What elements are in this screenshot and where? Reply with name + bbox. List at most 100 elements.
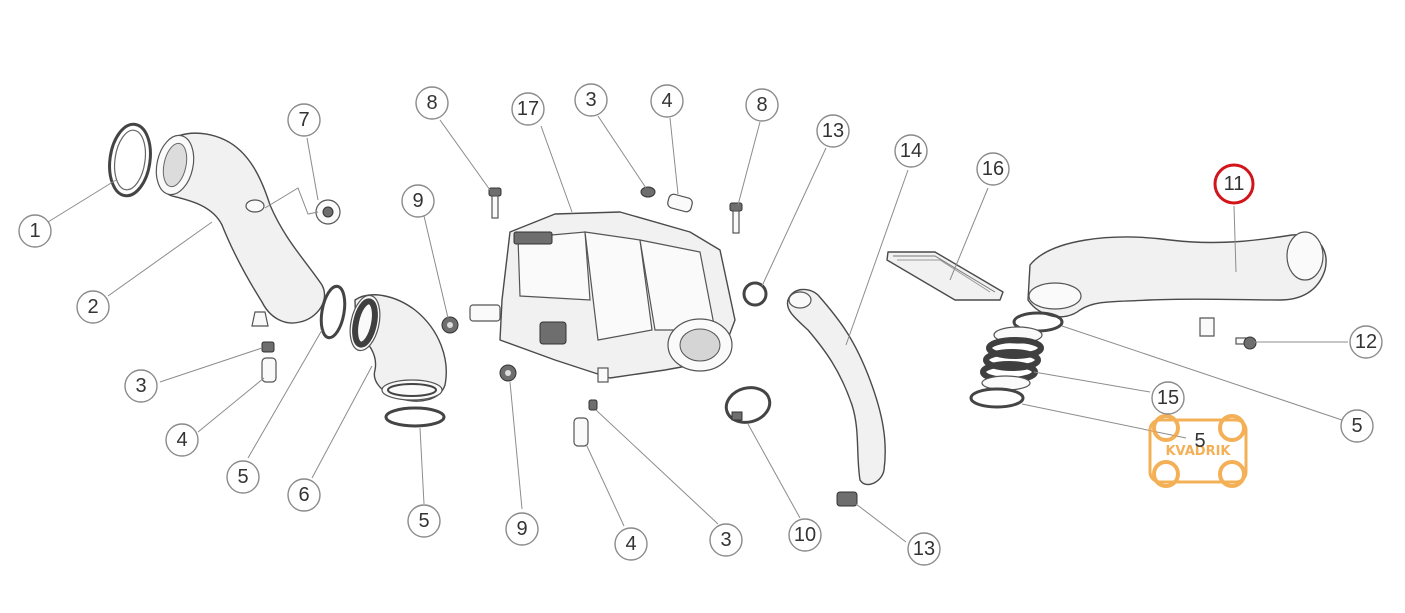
part-10-clamp bbox=[724, 386, 772, 424]
callout-4: 4 bbox=[650, 84, 684, 118]
part-17-airbox bbox=[469, 211, 736, 383]
leader-3a bbox=[159, 347, 263, 383]
callout-7: 7 bbox=[287, 103, 321, 137]
leader-3b bbox=[597, 115, 647, 189]
watermark-text: KVADRIK bbox=[1165, 444, 1231, 459]
svg-text:4: 4 bbox=[176, 429, 187, 451]
callout-10: 10 bbox=[788, 518, 822, 552]
svg-text:9: 9 bbox=[516, 518, 527, 540]
part-14-breather-tube bbox=[786, 288, 886, 486]
callout-13: 13 bbox=[907, 532, 941, 566]
part-4-sleeve-left bbox=[261, 357, 277, 383]
part-13-clamp-top bbox=[742, 281, 768, 307]
leader-8a bbox=[439, 119, 491, 191]
leader-11 bbox=[1233, 205, 1237, 273]
svg-text:12: 12 bbox=[1355, 331, 1377, 353]
svg-text:5: 5 bbox=[237, 466, 248, 488]
leader-4b bbox=[669, 117, 679, 195]
leader-3c bbox=[595, 409, 719, 525]
svg-text:5: 5 bbox=[1351, 415, 1362, 437]
svg-text:3: 3 bbox=[585, 89, 596, 111]
svg-text:9: 9 bbox=[412, 190, 423, 212]
part-9-nut-lower bbox=[499, 364, 517, 382]
callout-8: 8 bbox=[415, 86, 449, 120]
part-6-elbow-boot bbox=[349, 294, 447, 402]
leader-2 bbox=[107, 221, 213, 297]
part-3-clip-left bbox=[261, 341, 275, 353]
callout-1: 1 bbox=[18, 214, 52, 248]
part-4-sleeve-bottom bbox=[573, 417, 589, 447]
svg-text:8: 8 bbox=[756, 94, 767, 116]
callout-15: 15 bbox=[1151, 381, 1185, 415]
leader-5d bbox=[1021, 403, 1187, 439]
part-2-intake-duct bbox=[155, 132, 326, 327]
leader-9a bbox=[423, 215, 449, 319]
leader-13a bbox=[761, 147, 827, 287]
svg-text:5: 5 bbox=[418, 510, 429, 532]
callout-5: 5 bbox=[407, 504, 441, 538]
leader-14 bbox=[845, 169, 909, 346]
svg-text:16: 16 bbox=[982, 158, 1004, 180]
callout-2: 2 bbox=[76, 290, 110, 324]
callout-3: 3 bbox=[709, 523, 743, 557]
leader-7b bbox=[264, 187, 319, 215]
callout-4: 4 bbox=[614, 527, 648, 561]
svg-text:4: 4 bbox=[625, 533, 636, 555]
leader-1 bbox=[47, 179, 117, 223]
callout-5: 5 bbox=[226, 460, 260, 494]
part-12-screw bbox=[1235, 336, 1257, 350]
svg-text:15: 15 bbox=[1157, 387, 1179, 409]
callout-11-highlighted: 11 bbox=[1213, 163, 1255, 205]
svg-text:2: 2 bbox=[87, 296, 98, 318]
part-7-grommet bbox=[315, 199, 341, 225]
part-3-clip-top bbox=[640, 186, 656, 198]
part-5-clamp-bottom bbox=[384, 406, 446, 428]
svg-text:13: 13 bbox=[822, 120, 844, 142]
svg-text:3: 3 bbox=[135, 375, 146, 397]
leader-5c bbox=[1061, 325, 1343, 421]
svg-text:11: 11 bbox=[1224, 173, 1245, 195]
callout-9: 9 bbox=[505, 512, 539, 546]
callout-14: 14 bbox=[894, 134, 928, 168]
part-9-nut-upper bbox=[441, 316, 459, 334]
leader-4a bbox=[197, 377, 265, 433]
leader-13b bbox=[855, 503, 907, 543]
callout-13: 13 bbox=[816, 114, 850, 148]
svg-text:17: 17 bbox=[517, 98, 539, 120]
leader-4c bbox=[585, 443, 625, 527]
callout-12: 12 bbox=[1349, 325, 1383, 359]
callout-17: 17 bbox=[511, 92, 545, 126]
part-13-clip-bottom bbox=[836, 491, 858, 507]
leader-8b bbox=[737, 121, 761, 206]
leader-16 bbox=[949, 187, 989, 281]
part-5-clamp-right-bottom bbox=[969, 387, 1025, 409]
part-1-gasket bbox=[108, 122, 152, 198]
callout-6: 6 bbox=[287, 478, 321, 512]
svg-text:1: 1 bbox=[29, 220, 40, 242]
svg-text:7: 7 bbox=[298, 109, 309, 131]
part-11-outlet-duct bbox=[1027, 231, 1327, 337]
callout-5: 5 bbox=[1340, 409, 1374, 443]
part-8-bolt-right bbox=[729, 202, 743, 234]
part-4-sleeve-top bbox=[667, 193, 693, 213]
part-16-filter bbox=[886, 251, 1004, 301]
callout-9: 9 bbox=[401, 184, 435, 218]
leader-7 bbox=[306, 137, 319, 201]
leader-6 bbox=[311, 365, 373, 479]
leader-17 bbox=[540, 125, 573, 213]
leader-5a bbox=[247, 329, 323, 459]
svg-text:8: 8 bbox=[426, 92, 437, 114]
callout-5: 5 bbox=[1194, 430, 1205, 452]
part-15-bellows bbox=[980, 326, 1044, 391]
leader-15 bbox=[1033, 371, 1151, 393]
callout-4: 4 bbox=[165, 423, 199, 457]
svg-text:4: 4 bbox=[661, 90, 672, 112]
callout-16: 16 bbox=[976, 152, 1010, 186]
watermark-logo: KVADRIK bbox=[1148, 414, 1248, 488]
part-8-bolt-left bbox=[488, 187, 502, 219]
leader-lines bbox=[47, 115, 1348, 543]
svg-text:3: 3 bbox=[720, 529, 731, 551]
callout-3: 3 bbox=[124, 369, 158, 403]
callout-8: 8 bbox=[745, 88, 779, 122]
